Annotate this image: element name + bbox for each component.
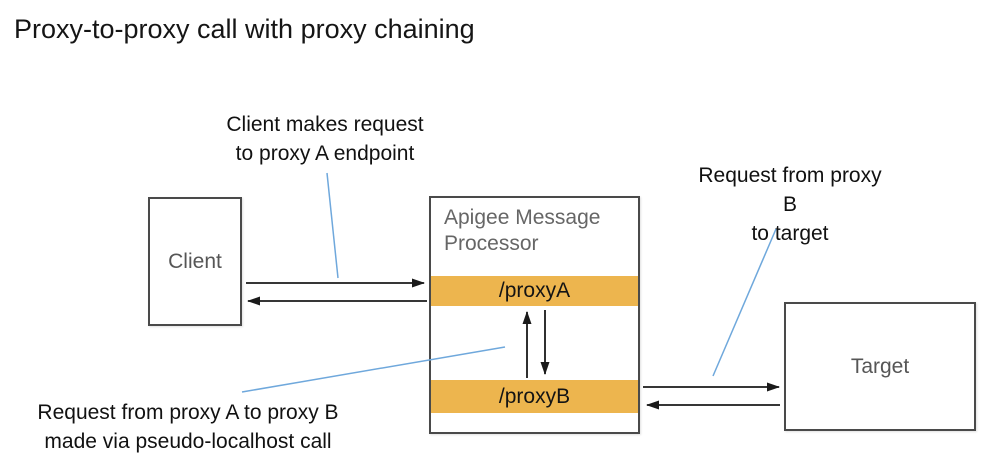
callout-line-proxyb-to-target xyxy=(712,228,777,377)
message-processor-box: Apigee Message Processor /proxyA /proxyB xyxy=(429,196,640,434)
target-label: Target xyxy=(850,354,910,378)
proxy-b-label: /proxyB xyxy=(498,384,571,408)
callout-line-client-request xyxy=(326,172,339,279)
target-box: Target xyxy=(784,302,976,431)
message-processor-title: Apigee Message Processor xyxy=(444,206,601,255)
annotation-proxya-to-proxyb: Request from proxy A to proxy B made via… xyxy=(37,401,339,453)
annotation-client-request: Client makes request to proxy A endpoint xyxy=(226,113,424,165)
client-box: Client xyxy=(148,197,242,326)
annotation-proxyb-to-target: Request from proxy B to target xyxy=(698,164,882,245)
proxy-b-endpoint-bar: /proxyB xyxy=(431,380,638,413)
proxy-a-endpoint-bar: /proxyA xyxy=(431,276,638,306)
client-label: Client xyxy=(168,249,222,273)
diagram-title: Proxy-to-proxy call with proxy chaining xyxy=(14,14,475,44)
proxy-a-label: /proxyA xyxy=(498,279,571,302)
